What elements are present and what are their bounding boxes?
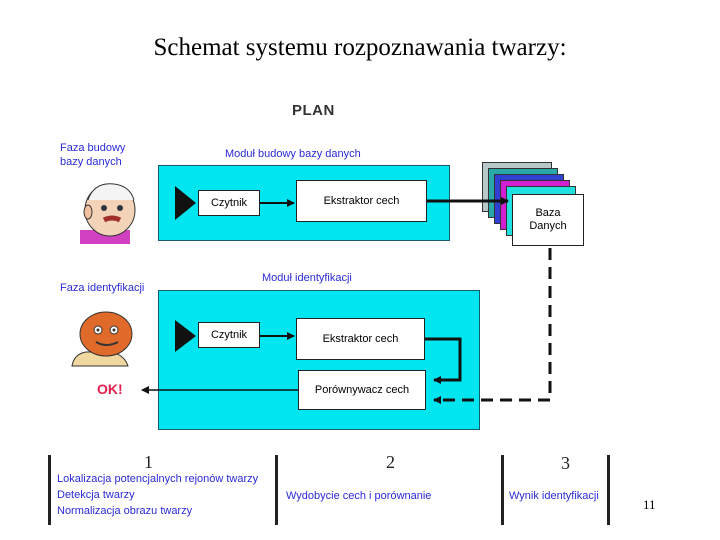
- step-divider: [501, 455, 504, 525]
- man-face-icon: [80, 183, 136, 244]
- arrow-extractor-comparator: [425, 337, 462, 384]
- step-divider: [275, 455, 278, 525]
- step-1-text: Lokalizacja potencjalnych rejonów twarzy…: [57, 473, 259, 517]
- phase-build-label: Faza budowy bazy danych: [60, 142, 126, 168]
- orange-face-icon: [71, 311, 133, 367]
- step-3-text: Wynik identyfikacji: [509, 490, 599, 502]
- module-build-label: Moduł budowy bazy danych: [225, 148, 361, 160]
- step-number-2: 2: [386, 452, 395, 472]
- step-number-1: 1: [144, 452, 153, 472]
- step-divider: [48, 455, 51, 525]
- phase-ident-label: Faza identyfikacji: [60, 282, 145, 294]
- step-2-text: Wydobycie cech i porównanie: [286, 490, 432, 502]
- plan-heading: PLAN: [292, 102, 335, 119]
- step-number-3: 3: [561, 453, 570, 473]
- input-triangle-bottom: [175, 320, 196, 352]
- reader-box-top: Czytnik: [198, 190, 260, 216]
- module-ident-label: Moduł identyfikacji: [262, 272, 352, 284]
- ok-label: OK!: [97, 381, 123, 397]
- page-number: 11: [643, 497, 656, 512]
- database-box: Baza Danych: [512, 194, 584, 246]
- extractor-box-top: Ekstraktor cech: [296, 180, 427, 222]
- extractor-box-bottom: Ekstraktor cech: [296, 318, 425, 360]
- step-divider: [607, 455, 610, 525]
- page-title: Schemat systemu rozpoznawania twarzy:: [153, 34, 567, 61]
- reader-box-bottom: Czytnik: [198, 322, 260, 348]
- comparator-box: Porównywacz cech: [298, 370, 426, 410]
- input-triangle-top: [175, 186, 196, 220]
- arrow-database-comparator: [433, 248, 552, 404]
